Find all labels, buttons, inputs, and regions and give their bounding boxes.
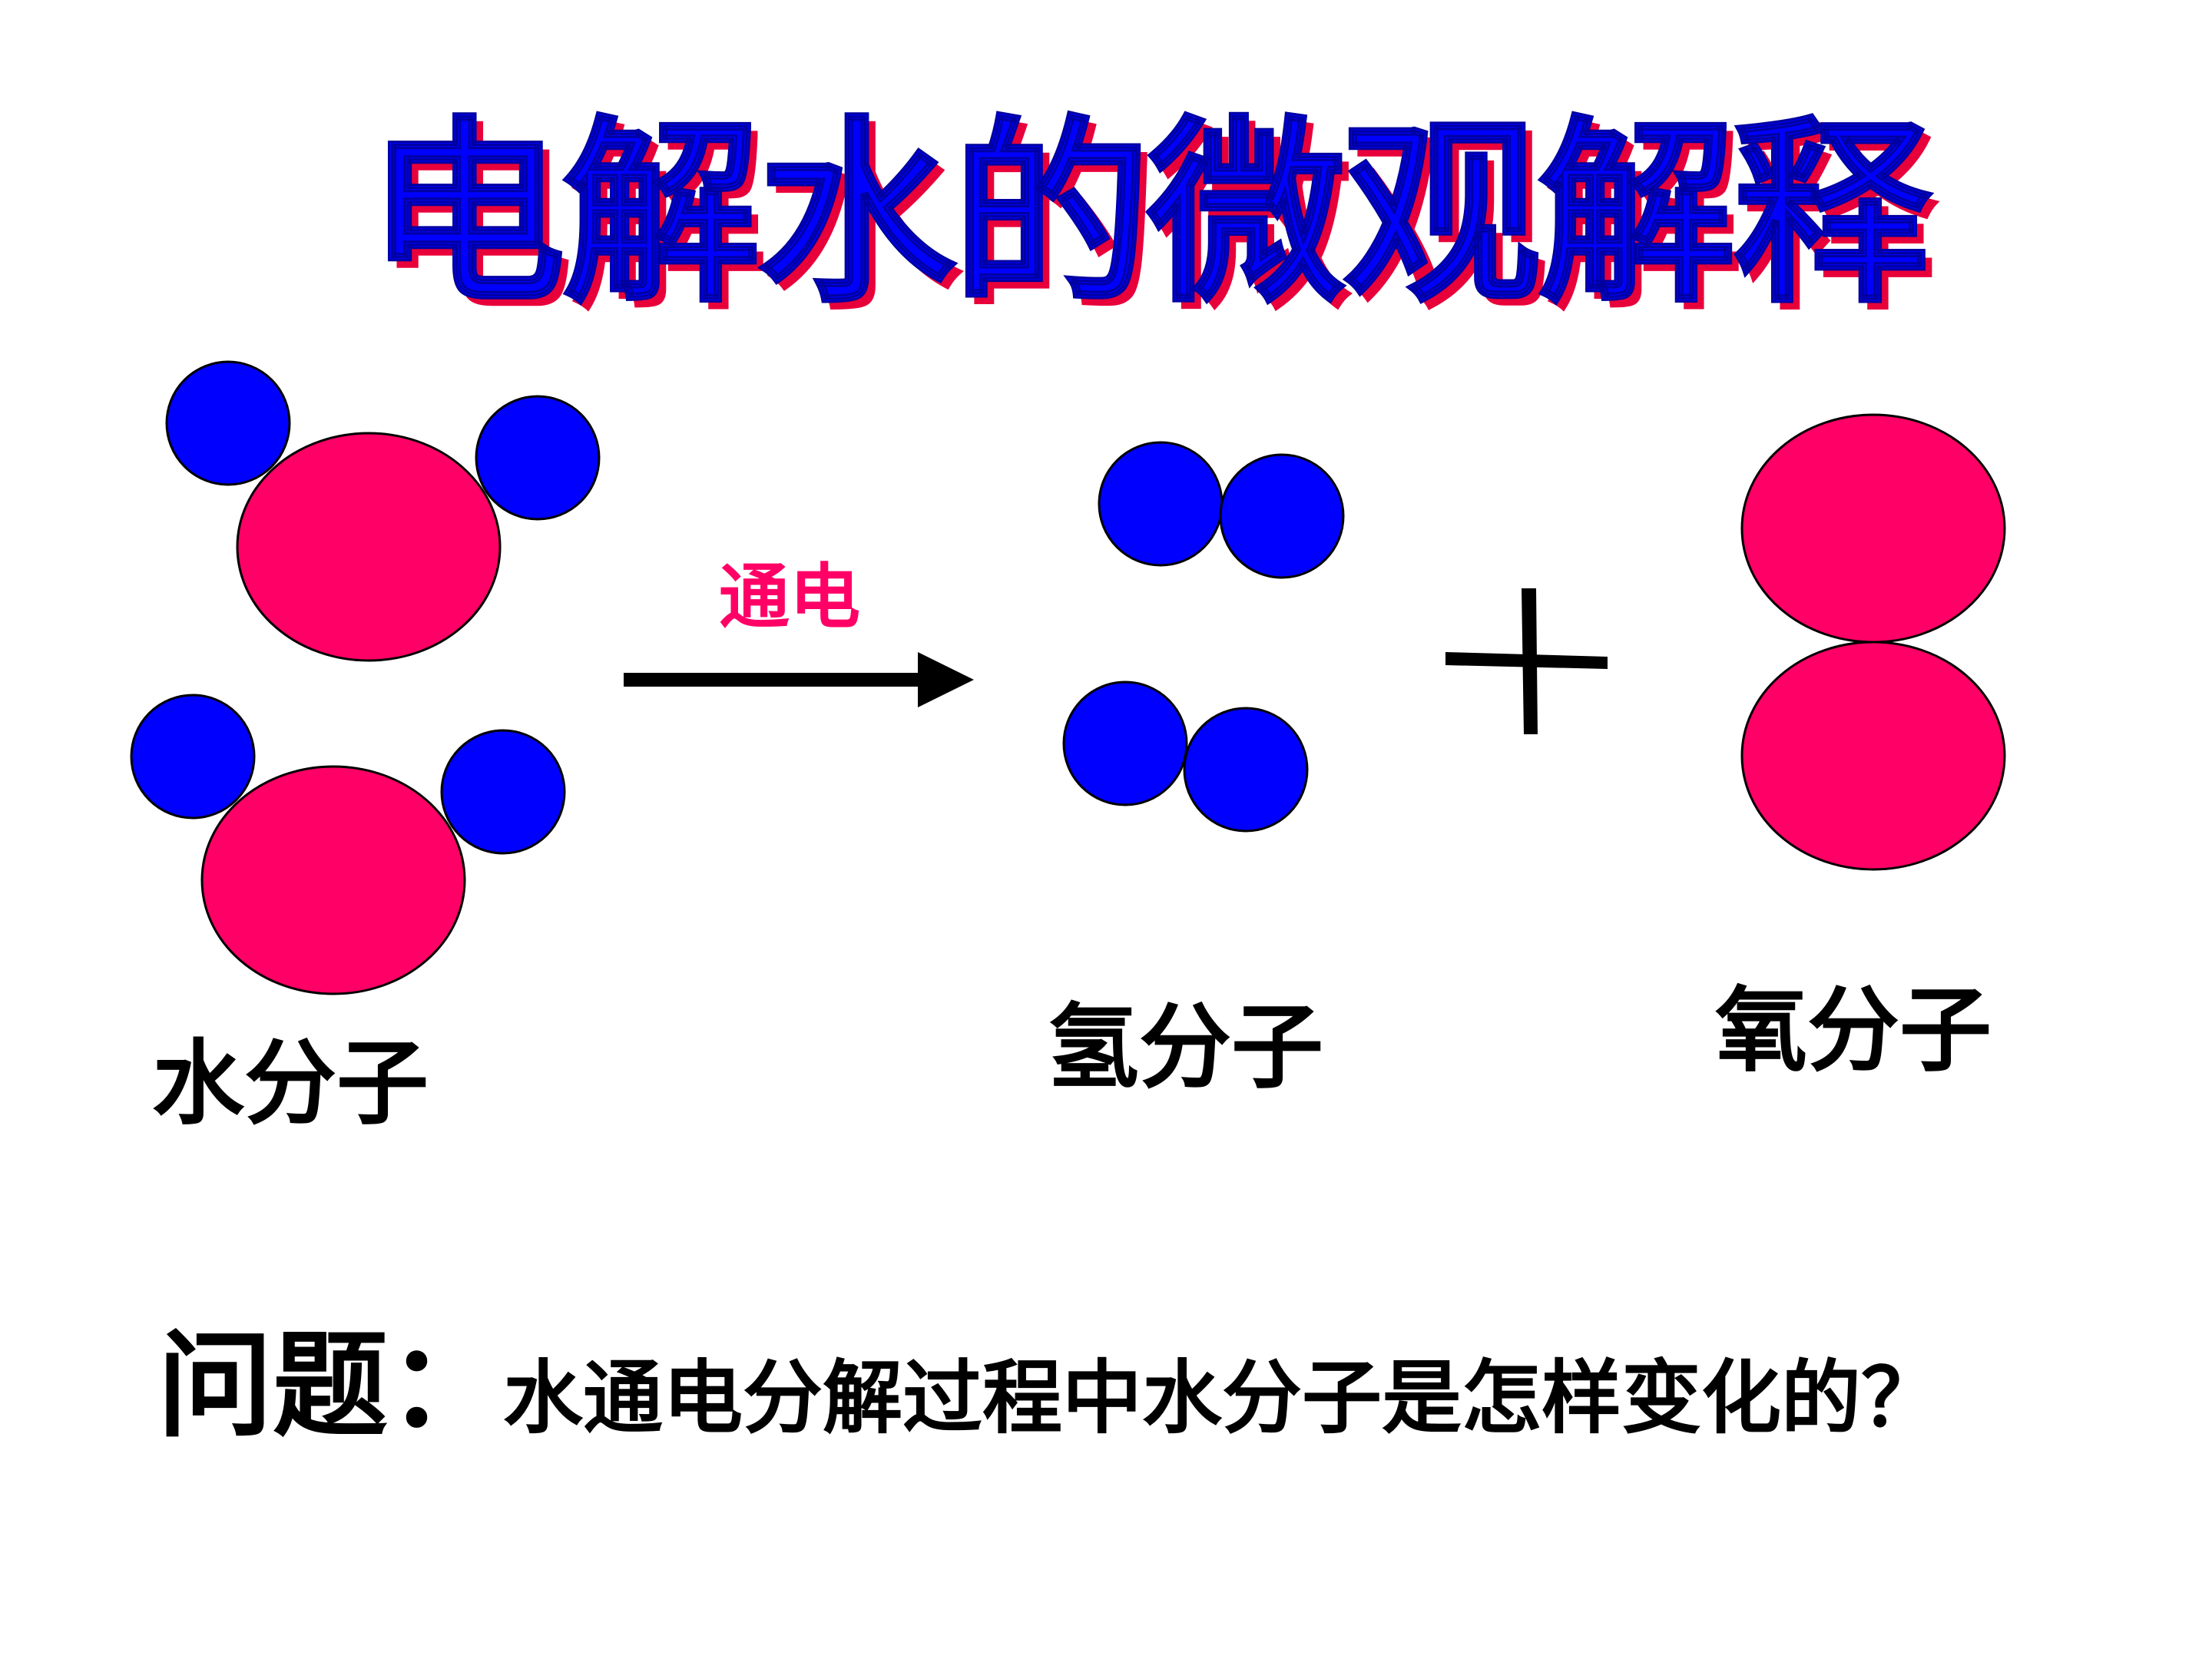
- page-title: 电解水的微观解释: [366, 99, 1932, 329]
- right-arrow-icon: [624, 652, 974, 707]
- oxygen-molecule: [1740, 413, 2006, 871]
- oxygen-atom: [236, 432, 502, 662]
- hydrogen-atom: [130, 694, 256, 820]
- reaction-condition-label: 通电: [719, 556, 861, 638]
- hydrogen-atom: [1183, 707, 1309, 833]
- hydrogen-atom: [475, 395, 601, 521]
- question: 问题：水通电分解过程中水分子是怎样变化的？: [157, 1329, 1941, 1444]
- hydrogen-molecule-2: [1062, 680, 1309, 833]
- water-molecule-label: 水分子: [152, 1031, 429, 1137]
- hydrogen-atom: [165, 360, 291, 486]
- hydrogen-atom: [1062, 680, 1188, 806]
- oxygen-molecule-label: 氧分子: [1715, 978, 1992, 1084]
- plus-icon: [1445, 588, 1608, 734]
- hydrogen-atom: [1219, 453, 1345, 579]
- hydrogen-atom: [1098, 441, 1224, 567]
- water-molecule-2: [130, 694, 566, 995]
- water-molecule-1: [165, 360, 601, 662]
- question-text: 水通电分解过程中水分子是怎样变化的？: [503, 1351, 1942, 1445]
- oxygen-atom: [200, 765, 466, 995]
- question-heading: 问题：: [157, 1320, 504, 1453]
- hydrogen-molecule-1: [1098, 441, 1345, 579]
- oxygen-atom: [1740, 413, 2006, 644]
- hydrogen-atom: [440, 729, 566, 855]
- hydrogen-molecule-label: 氢分子: [1047, 995, 1323, 1101]
- oxygen-atom: [1740, 641, 2006, 871]
